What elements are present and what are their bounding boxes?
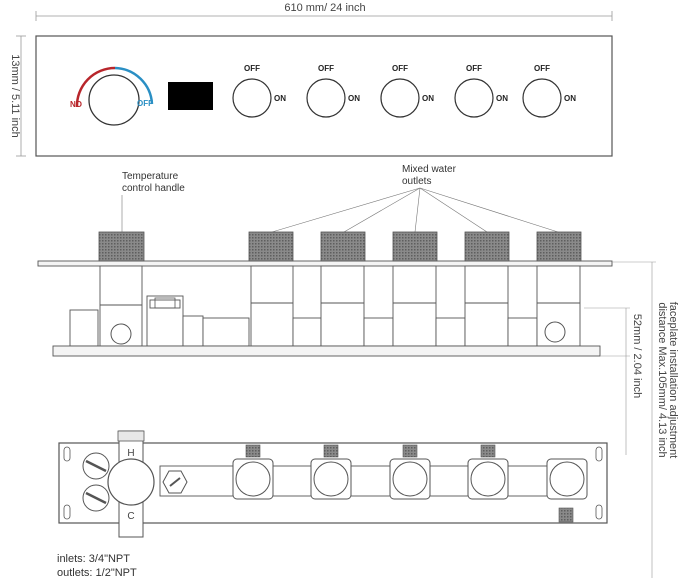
mixed-outlets-label-line2: outlets <box>402 176 431 187</box>
side-mounting-plate <box>52 345 601 357</box>
valve-off-label: OFF <box>392 64 408 73</box>
outlet-handle-side <box>392 231 438 262</box>
temperature-handle-side <box>98 231 145 262</box>
adjustment-dimension: faceplate installation adjustment distan… <box>612 261 679 578</box>
temperature-handle-label-line2: control handle <box>122 183 185 194</box>
side-view-labels: Temperature control handle Mixed water o… <box>121 164 559 233</box>
width-dimension-label: 610 mm/ 24 inch <box>284 2 365 14</box>
valve-on-label: ON <box>496 94 508 103</box>
digital-display <box>168 82 213 110</box>
valve-knob-2: OFF ON <box>306 64 360 118</box>
cold-label: OFF <box>137 99 153 108</box>
valve-knob-3: OFF ON <box>380 64 434 118</box>
outlet-leader-lines <box>271 187 559 233</box>
depth-dimension: 52mm / 2.04 inch <box>584 307 643 455</box>
temperature-knob-dial <box>88 74 140 126</box>
inlet-caps <box>82 452 110 512</box>
temperature-handle-label-line1: Temperature <box>122 171 179 182</box>
outlet-handle-side <box>248 231 294 262</box>
outlet-handle-side <box>320 231 366 262</box>
valve-on-label: ON <box>564 94 576 103</box>
hot-inlet-letter: H <box>127 448 134 459</box>
width-dimension: 610 mm/ 24 inch <box>35 2 613 21</box>
valve-off-label: OFF <box>244 64 260 73</box>
valve-on-label: ON <box>348 94 360 103</box>
valve-knob-1: OFF ON <box>232 64 286 118</box>
valve-on-label: ON <box>274 94 286 103</box>
depth-dimension-label: 52mm / 2.04 inch <box>631 314 643 398</box>
valve-knob-4: OFF ON <box>454 64 508 118</box>
valve-off-label: OFF <box>466 64 482 73</box>
cold-inlet-letter: C <box>127 511 134 522</box>
adjustment-label-line2: distance Max.105mm/ 4.13 inch <box>656 302 668 457</box>
outlet-handle-side <box>464 231 510 262</box>
valve-off-label: OFF <box>318 64 334 73</box>
height-dimension-label: 13mm / 5.11 inch <box>9 54 21 138</box>
back-view: H C <box>58 430 608 538</box>
outlet-handle-side <box>536 231 582 262</box>
valve-on-label: ON <box>422 94 434 103</box>
hot-arc <box>75 66 116 108</box>
hot-label: NO <box>70 100 82 109</box>
side-faceplate <box>37 260 613 267</box>
mixed-outlets-label-line1: Mixed water <box>402 164 457 175</box>
inlets-note: inlets: 3/4"NPT <box>57 553 130 565</box>
valve-knob-5: OFF ON <box>522 64 576 118</box>
valve-off-label: OFF <box>534 64 550 73</box>
side-view <box>37 231 613 357</box>
temperature-knob: NO OFF <box>70 66 154 126</box>
outlets-note: outlets: 1/2"NPT <box>57 567 137 579</box>
height-dimension: 13mm / 5.11 inch <box>9 35 26 157</box>
faceplate-front-view: NO OFF OFF ON OFF ON OFF ON OFF ON OFF O… <box>35 35 613 157</box>
cold-arc <box>114 66 154 105</box>
adjustment-label-line1: faceplate installation adjustment <box>667 302 679 459</box>
